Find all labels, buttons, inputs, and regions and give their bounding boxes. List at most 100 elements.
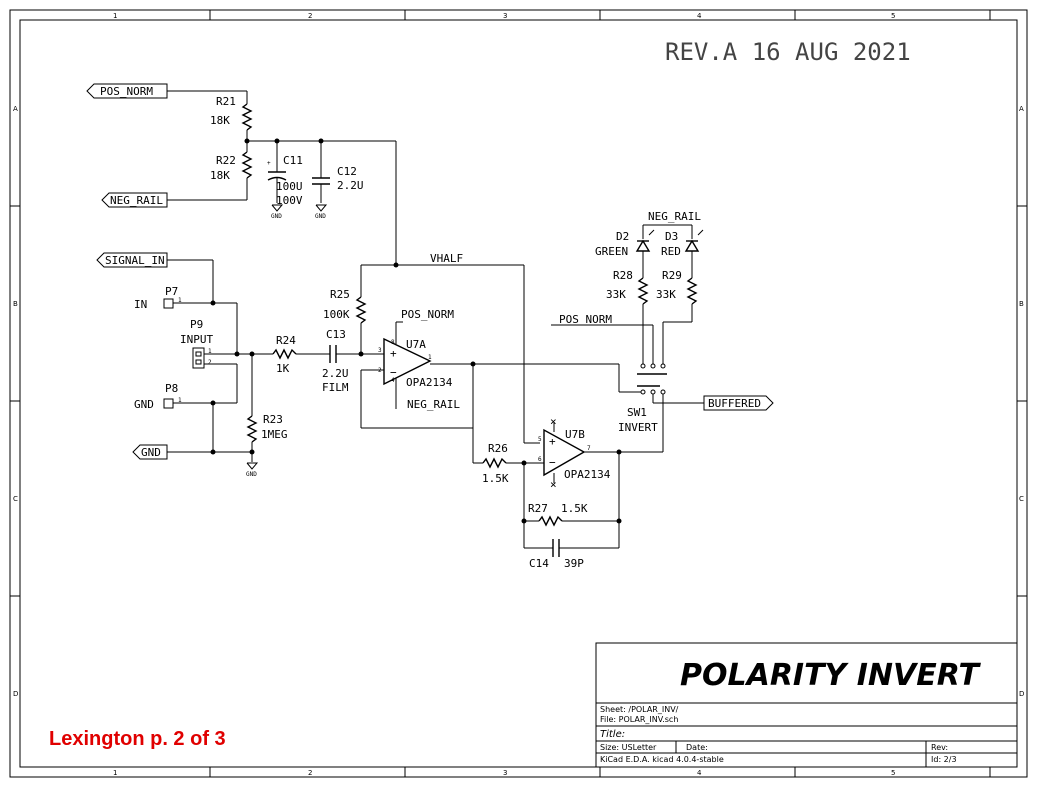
svg-text:R29: R29 <box>662 269 682 282</box>
svg-text:1: 1 <box>178 297 182 304</box>
svg-text:100K: 100K <box>323 308 350 321</box>
footer-page-note: Lexington p. 2 of 3 <box>49 728 226 750</box>
svg-text:6: 6 <box>538 456 542 463</box>
svg-text:−: − <box>390 366 397 379</box>
hier-label-pos-norm[interactable]: POS_NORM <box>86 83 168 99</box>
gnd-symbol: GND <box>246 462 259 478</box>
svg-text:18K: 18K <box>210 169 230 182</box>
capacitor-c13[interactable]: C13 2.2U FILM <box>322 328 349 394</box>
hier-label-signal-in[interactable]: SIGNAL_IN <box>96 252 168 268</box>
svg-text:+: + <box>390 347 397 360</box>
svg-text:×: × <box>550 478 557 491</box>
connector-p9[interactable]: P9 INPUT 1 2 <box>180 318 213 369</box>
resistor-r29[interactable]: R29 33K <box>656 269 698 305</box>
net-label-neg-rail-leds: NEG_RAIL <box>648 210 701 223</box>
capacitor-c14[interactable]: C14 39P <box>529 539 584 570</box>
net-label-pos-norm-sw: POS_NORM <box>559 313 612 326</box>
grid-row-label: B <box>1019 300 1024 308</box>
svg-text:100U: 100U <box>276 180 303 193</box>
svg-text:P8: P8 <box>165 382 178 395</box>
svg-text:GND: GND <box>315 213 326 220</box>
svg-text:2.2U: 2.2U <box>322 367 349 380</box>
grid-row-label: B <box>13 300 18 308</box>
grid-row-label: A <box>13 105 18 113</box>
svg-text:SIGNAL_IN: SIGNAL_IN <box>105 254 165 267</box>
grid-col-label: 3 <box>503 12 507 20</box>
svg-text:1: 1 <box>428 354 432 361</box>
svg-text:R26: R26 <box>488 442 508 455</box>
svg-text:P9: P9 <box>190 318 203 331</box>
opamp-u7a[interactable]: U7A OPA2134 3 2 1 8 4 + − <box>378 337 453 389</box>
svg-text:P7: P7 <box>165 285 178 298</box>
resistor-r27[interactable]: R27 1.5K <box>528 502 588 527</box>
hier-label-gnd[interactable]: GND <box>132 444 168 460</box>
switch-sw1[interactable]: SW1 INVERT <box>618 363 667 434</box>
svg-text:39P: 39P <box>564 557 584 570</box>
svg-text:+: + <box>267 160 271 167</box>
svg-text:SW1: SW1 <box>627 406 647 419</box>
grid-col-label: 1 <box>113 12 117 20</box>
title-block-tool: KiCad E.D.A. kicad 4.0.4-stable <box>600 755 724 764</box>
svg-text:2.2U: 2.2U <box>337 179 364 192</box>
svg-text:D3: D3 <box>665 230 678 243</box>
resistor-r28[interactable]: R28 33K <box>606 269 649 305</box>
svg-text:C14: C14 <box>529 557 549 570</box>
led-d2[interactable]: D2 GREEN <box>595 229 655 258</box>
svg-text:R28: R28 <box>613 269 633 282</box>
svg-text:INPUT: INPUT <box>180 333 213 346</box>
grid-labels: 1 2 3 4 5 1 2 3 4 5 A B C D A B C D <box>13 12 1024 777</box>
grid-col-label: 2 <box>308 12 312 20</box>
svg-text:BUFFERED: BUFFERED <box>708 397 761 410</box>
resistor-r21[interactable]: R21 18K <box>210 95 253 131</box>
hier-label-neg-rail[interactable]: NEG_RAIL <box>101 192 168 208</box>
title-block: POLARITY INVERT Sheet: /POLAR_INV/ File:… <box>595 642 1018 768</box>
resistor-r24[interactable]: R24 1K <box>272 334 297 375</box>
svg-text:1: 1 <box>178 397 182 404</box>
svg-text:1.5K: 1.5K <box>482 472 509 485</box>
grid-row-label: D <box>1019 690 1024 698</box>
svg-text:GND: GND <box>134 398 154 411</box>
svg-text:GND: GND <box>246 471 257 478</box>
grid-col-label: 2 <box>308 769 312 777</box>
resistor-r22[interactable]: R22 18K <box>210 151 253 182</box>
resistor-r23[interactable]: R23 1MEG <box>246 413 288 443</box>
led-d3[interactable]: D3 RED <box>661 229 704 258</box>
title-block-main-title: POLARITY INVERT <box>680 658 981 693</box>
connector-p8[interactable]: P8 GND 1 <box>134 382 182 411</box>
svg-text:1.5K: 1.5K <box>561 502 588 515</box>
connector-p7[interactable]: P7 IN 1 <box>134 285 182 311</box>
grid-row-label: D <box>13 690 18 698</box>
svg-text:RED: RED <box>661 245 681 258</box>
svg-text:100V: 100V <box>276 194 303 207</box>
svg-text:D2: D2 <box>616 230 629 243</box>
svg-text:POS_NORM: POS_NORM <box>100 85 153 98</box>
svg-text:OPA2134: OPA2134 <box>406 376 453 389</box>
resistor-r25[interactable]: R25 100K <box>323 288 367 324</box>
capacitor-c11[interactable]: + C11 100U 100V <box>267 141 303 207</box>
grid-col-label: 5 <box>891 12 895 20</box>
svg-text:NEG_RAIL: NEG_RAIL <box>110 194 163 207</box>
svg-text:IN: IN <box>134 298 147 311</box>
title-block-size: Size: USLetter <box>600 743 657 752</box>
svg-text:R24: R24 <box>276 334 296 347</box>
opamp-u7b[interactable]: U7B OPA2134 5 6 7 + − <box>538 428 611 481</box>
svg-text:×: × <box>550 415 557 428</box>
title-block-id: Id: 2/3 <box>931 755 957 764</box>
net-label-neg-rail-u7a: NEG_RAIL <box>407 398 460 411</box>
svg-text:GREEN: GREEN <box>595 245 628 258</box>
hier-label-buffered[interactable]: BUFFERED <box>703 395 774 411</box>
svg-text:U7B: U7B <box>565 428 585 441</box>
svg-text:1MEG: 1MEG <box>261 428 288 441</box>
svg-text:4: 4 <box>391 377 395 384</box>
net-label-vhalf: VHALF <box>430 252 463 265</box>
svg-text:33K: 33K <box>606 288 626 301</box>
title-block-title-label: Title: <box>600 729 625 740</box>
resistor-r26[interactable]: R26 1.5K <box>482 442 509 485</box>
page-border <box>9 9 1028 778</box>
capacitor-c12[interactable]: C12 2.2U <box>312 141 364 203</box>
svg-text:1K: 1K <box>276 362 290 375</box>
svg-text:+: + <box>549 435 556 448</box>
net-label-pos-norm-u7a: POS_NORM <box>401 308 454 321</box>
